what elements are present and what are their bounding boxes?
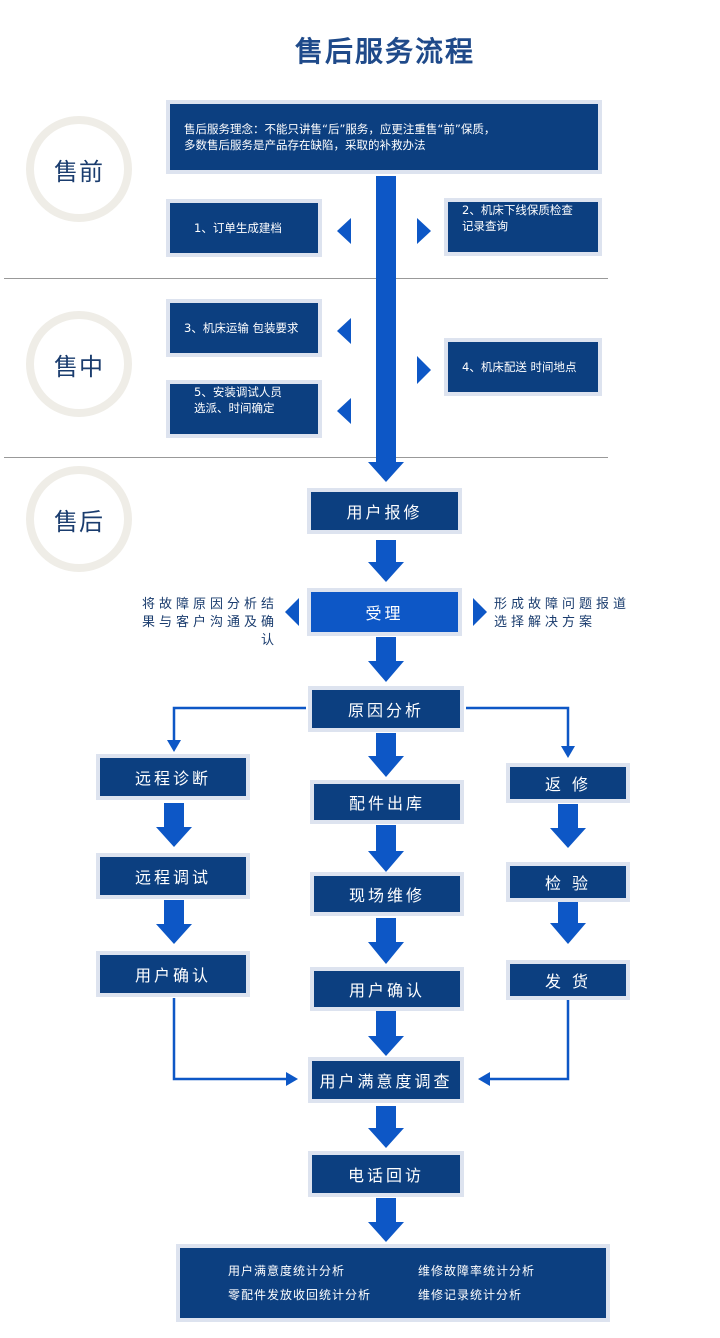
parts-out-label: 配件出库 bbox=[348, 794, 425, 813]
philosophy-box: 售后服务理念：不能只讲售“后”服务，应更注重售“前”保质， 多数售后服务是产品存… bbox=[170, 104, 598, 170]
divider-pre-mid bbox=[4, 278, 608, 279]
parts-out-box: 配件出库 bbox=[314, 784, 460, 820]
stage-mid-label: 售中 bbox=[54, 352, 104, 381]
step4-label: 4、机床配送 时间地点 bbox=[462, 360, 577, 374]
callback-box: 电话回访 bbox=[312, 1155, 460, 1193]
accept-right-line2: 选择解决方案 bbox=[494, 615, 597, 630]
stage-post-circle: 售后 bbox=[26, 466, 132, 572]
divider-mid-post bbox=[4, 457, 608, 458]
step3-label: 3、机床运输 包装要求 bbox=[184, 321, 299, 335]
stat-satisfaction: 用户满意度统计分析 bbox=[228, 1264, 346, 1278]
stage-pre-label: 售前 bbox=[54, 157, 104, 186]
accept-right-line1: 形成故障问题报道 bbox=[494, 597, 631, 612]
remote-diag-box: 远程诊断 bbox=[100, 758, 246, 796]
onsite-repair-label: 现场维修 bbox=[348, 886, 425, 905]
remote-debug-box: 远程调试 bbox=[100, 857, 246, 895]
accept-left-note: 将故障原因分析结 果与客户沟通及确认 bbox=[126, 596, 278, 650]
accept-left-line2: 果与客户沟通及确认 bbox=[141, 615, 278, 648]
user-confirm-mid-box: 用户确认 bbox=[314, 971, 460, 1007]
main-flow-bar bbox=[376, 176, 396, 464]
accept-right-note: 形成故障问题报道 选择解决方案 bbox=[494, 596, 644, 632]
step5-line2: 选派、时间确定 bbox=[194, 401, 275, 415]
accept-left-line1: 将故障原因分析结 bbox=[141, 597, 278, 612]
user-confirm-mid-label: 用户确认 bbox=[348, 981, 425, 1000]
stat-failure-rate: 维修故障率统计分析 bbox=[418, 1264, 536, 1278]
survey-box: 用户满意度调查 bbox=[312, 1061, 460, 1099]
return-repair-label: 返 修 bbox=[544, 775, 592, 794]
step-transport: 3、机床运输 包装要求 bbox=[170, 303, 318, 353]
stage-pre-circle: 售前 bbox=[26, 116, 132, 222]
philosophy-line1: 售后服务理念：不能只讲售“后”服务，应更注重售“前”保质， bbox=[184, 122, 496, 136]
remote-diag-label: 远程诊断 bbox=[134, 769, 211, 788]
ship-box: 发 货 bbox=[510, 964, 626, 996]
repair-request-label: 用户报修 bbox=[346, 503, 423, 522]
stats-box: 用户满意度统计分析 维修故障率统计分析 零配件发放收回统计分析 维修记录统计分析 bbox=[180, 1248, 606, 1318]
analysis-box: 原因分析 bbox=[312, 690, 460, 728]
step-install: 5、安装调试人员 选派、时间确定 bbox=[170, 384, 318, 434]
user-confirm-left-label: 用户确认 bbox=[134, 966, 211, 985]
user-confirm-left-box: 用户确认 bbox=[100, 955, 246, 993]
step-order-archive: 1、订单生成建档 bbox=[170, 203, 318, 253]
step5-line1: 5、安装调试人员 bbox=[194, 385, 282, 399]
survey-label: 用户满意度调查 bbox=[319, 1072, 453, 1091]
analysis-label: 原因分析 bbox=[347, 701, 424, 720]
step1-label: 1、订单生成建档 bbox=[194, 221, 282, 235]
page-title: 售后服务流程 bbox=[294, 35, 475, 68]
stage-mid-circle: 售中 bbox=[26, 311, 132, 417]
step-quality-check: 2、机床下线保质检查 记录查询 bbox=[448, 202, 598, 252]
ship-label: 发 货 bbox=[544, 972, 592, 991]
step2-line1: 2、机床下线保质检查 bbox=[462, 203, 573, 217]
stage-post-label: 售后 bbox=[54, 507, 104, 536]
accept-label: 受理 bbox=[365, 604, 404, 623]
accept-box: 受理 bbox=[311, 592, 458, 632]
onsite-repair-box: 现场维修 bbox=[314, 876, 460, 912]
repair-request-box: 用户报修 bbox=[311, 492, 458, 530]
return-repair-box: 返 修 bbox=[510, 767, 626, 799]
philosophy-line2: 多数售后服务是产品存在缺陷，采取的补救办法 bbox=[184, 138, 426, 152]
stat-repair-records: 维修记录统计分析 bbox=[418, 1288, 523, 1302]
inspect-label: 检 验 bbox=[544, 874, 592, 893]
inspect-box: 检 验 bbox=[510, 866, 626, 898]
stat-parts: 零配件发放收回统计分析 bbox=[228, 1288, 372, 1302]
step-delivery: 4、机床配送 时间地点 bbox=[448, 342, 598, 392]
remote-debug-label: 远程调试 bbox=[134, 868, 211, 887]
callback-label: 电话回访 bbox=[347, 1166, 424, 1185]
step2-line2: 记录查询 bbox=[462, 219, 508, 233]
